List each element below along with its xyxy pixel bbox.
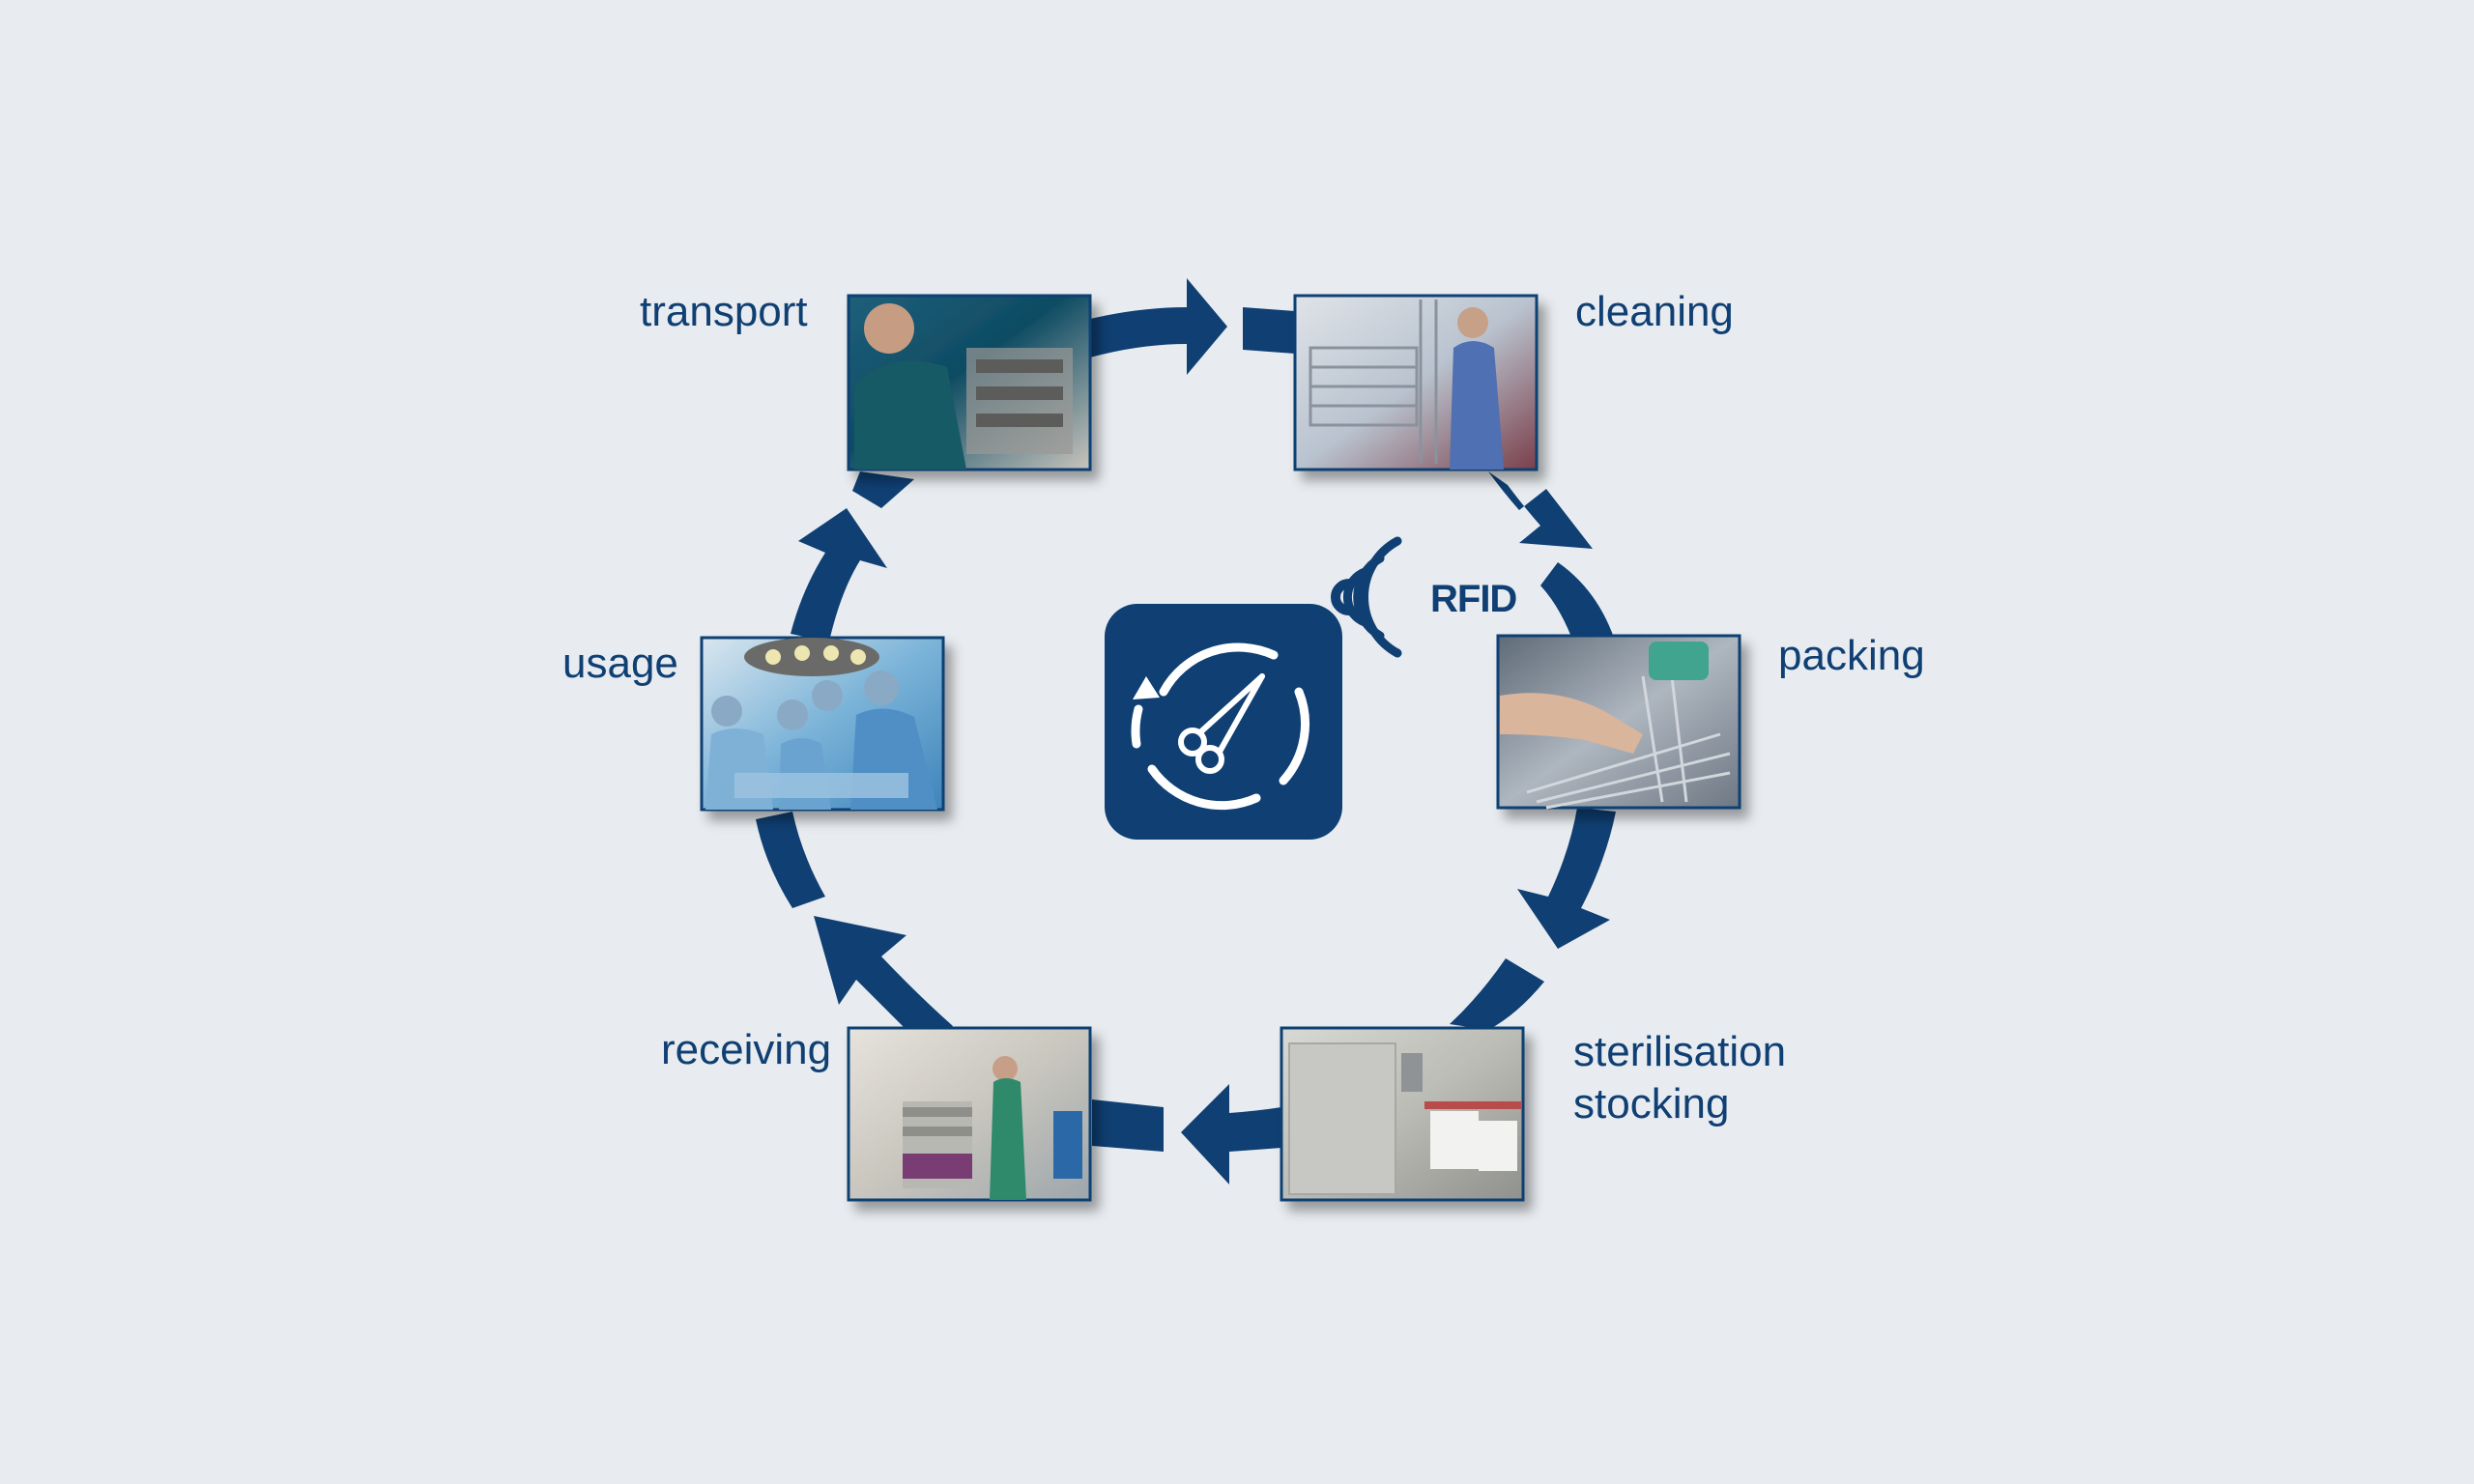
arrow-packing-top-stub <box>1540 562 1614 647</box>
step-label-packing-line: packing <box>1778 632 1925 679</box>
photo-usage <box>700 636 945 812</box>
arrow-sterilisation-to-receiving <box>1181 1084 1281 1184</box>
cycle-arrows <box>756 278 1616 1184</box>
step-label-receiving: receiving <box>661 1024 831 1076</box>
arrow-usage-bottom-stub <box>756 812 825 908</box>
photo-sterilisation-stocking <box>1280 1026 1525 1202</box>
rfid-label: RFID <box>1430 578 1517 620</box>
step-label-transport: transport <box>640 286 808 338</box>
arrow-usage-to-transport <box>791 508 887 642</box>
step-label-sterilisation-stocking: sterilisation stocking <box>1573 1026 1786 1130</box>
step-label-sterilisation-line: sterilisation <box>1573 1028 1787 1075</box>
arrow-transport-bottom-stub <box>852 471 914 508</box>
step-label-packing: packing <box>1778 630 1925 682</box>
step-label-usage-line: usage <box>562 640 678 687</box>
wireless-signal-icon <box>1331 536 1402 658</box>
step-label-usage: usage <box>562 638 678 690</box>
step-label-receiving-line: receiving <box>661 1026 832 1073</box>
arrow-transport-to-cleaning <box>1090 278 1227 375</box>
arrow-cleaning-to-packing <box>1488 471 1593 549</box>
step-label-transport-line: transport <box>640 288 808 335</box>
scissors-cycle-icon <box>1105 604 1342 840</box>
photo-cleaning <box>1293 294 1539 471</box>
step-label-cleaning: cleaning <box>1575 286 1734 338</box>
arrow-cleaning-stub <box>1243 307 1295 354</box>
arrow-receiving-right-stub <box>1092 1099 1164 1152</box>
photo-transport <box>847 294 1092 471</box>
photo-packing <box>1496 634 1741 810</box>
step-label-stocking-line: stocking <box>1573 1080 1730 1127</box>
photo-receiving <box>847 1026 1092 1202</box>
step-label-cleaning-line: cleaning <box>1575 288 1734 335</box>
arrow-packing-to-sterilisation <box>1517 808 1616 949</box>
arrow-receiving-to-usage <box>814 916 953 1049</box>
arrow-sterilisation-top-stub <box>1450 958 1544 1030</box>
